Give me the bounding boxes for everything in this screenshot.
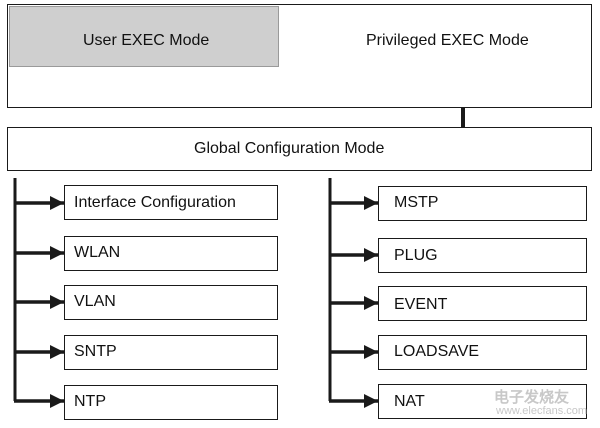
submode-label-mstp: MSTP <box>394 194 439 211</box>
global-config-mode-box <box>7 127 592 171</box>
submode-label-plug: PLUG <box>394 247 438 264</box>
submode-label-nat: NAT <box>394 393 425 410</box>
global-config-mode-label: Global Configuration Mode <box>194 140 385 157</box>
watermark-url: www.elecfans.com <box>496 405 588 417</box>
submode-box-wlan <box>64 236 278 271</box>
privileged-exec-mode-label: Privileged EXEC Mode <box>366 32 529 49</box>
submode-label-loadsave: LOADSAVE <box>394 343 480 360</box>
submode-label-event: EVENT <box>394 296 448 313</box>
submode-box-loadsave <box>378 335 587 370</box>
user-exec-mode-box <box>9 6 279 67</box>
submode-box-event <box>378 286 587 321</box>
submode-box-nat <box>378 384 587 419</box>
submode-box-vlan <box>64 285 278 320</box>
watermark-text: 电子发烧友 <box>494 389 570 406</box>
submode-label-ntp: NTP <box>74 393 106 410</box>
submode-box-sntp <box>64 335 278 370</box>
submode-box-plug <box>378 238 587 273</box>
user-exec-mode-label: User EXEC Mode <box>83 32 210 49</box>
submode-label-interface-configuration: Interface Configuration <box>74 194 236 211</box>
submode-box-interface-configuration <box>64 185 278 220</box>
submode-label-vlan: VLAN <box>74 293 116 310</box>
submode-label-wlan: WLAN <box>74 244 121 261</box>
submode-label-sntp: SNTP <box>74 343 117 360</box>
submode-box-mstp <box>378 186 587 221</box>
submode-box-ntp <box>64 385 278 420</box>
